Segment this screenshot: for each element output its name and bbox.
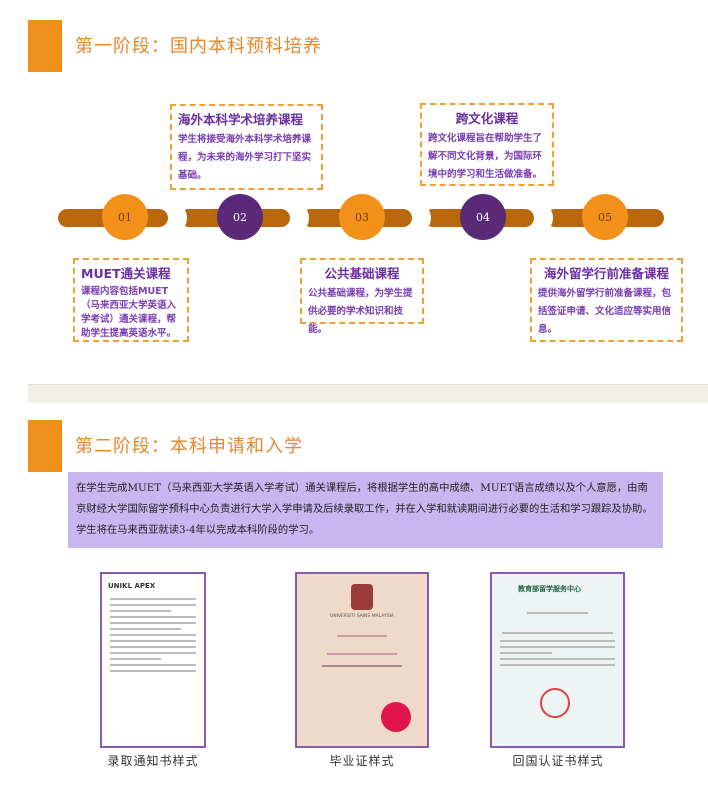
- step-card-02: 海外本科学术培养课程学生将接受海外本科学术培养课程，为未来的海外学习打下坚实基础…: [170, 104, 323, 190]
- step-card-05: 海外留学行前准备课程提供海外留学行前准备课程，包括签证申请、文化适应等实用信息。: [530, 258, 683, 342]
- doc-logo: UNIVERSITI SAINS MALAYSIA: [329, 614, 395, 619]
- card-desc: 课程内容包括MUET（马来西亚大学英语入学考试）通关课程，帮助学生提高英语水平。: [81, 286, 177, 339]
- card-title: 海外本科学术培养课程: [178, 112, 304, 127]
- stage2-marker: [28, 420, 62, 472]
- diploma-image: UNIVERSITI SAINS MALAYSIA: [295, 572, 429, 748]
- doc-logo: 教育部留学服务中心: [518, 585, 581, 593]
- card-desc: 公共基础课程，为学生提供必要的学术知识和技能。: [308, 288, 413, 335]
- certification-image: 教育部留学服务中心: [490, 572, 625, 748]
- card-title: 跨文化课程: [455, 111, 519, 126]
- step-circle-05: 05: [582, 194, 628, 240]
- caption-certification: 回国认证书样式: [512, 754, 604, 768]
- caption-admission: 录取通知书样式: [107, 754, 199, 768]
- step-circle-01: 01: [102, 194, 148, 240]
- step-card-01: MUET通关课程课程内容包括MUET（马来西亚大学英语入学考试）通关课程，帮助学…: [73, 258, 189, 342]
- admission-letter-image: UNIKL APEX: [100, 572, 206, 748]
- step-card-03: 公共基础课程公共基础课程，为学生提供必要的学术知识和技能。: [300, 258, 424, 335]
- section-divider: [28, 384, 708, 403]
- stage2-title: 第二阶段：本科申请和入学: [75, 436, 303, 457]
- step-circle-03: 03: [339, 194, 385, 240]
- card-title: 公共基础课程: [324, 266, 400, 281]
- stage1-marker: [28, 20, 62, 72]
- stage1-title: 第一阶段：国内本科预科培养: [75, 36, 322, 57]
- step-circle-04: 04: [460, 194, 506, 240]
- step-circle-02: 02: [217, 194, 263, 240]
- card-title: 海外留学行前准备课程: [543, 266, 669, 281]
- step-card-04: 跨文化课程跨文化课程旨在帮助学生了解不同文化背景，为国际环境中的学习和生活做准备…: [420, 103, 554, 186]
- caption-diploma: 毕业证样式: [329, 754, 395, 768]
- card-desc: 跨文化课程旨在帮助学生了解不同文化背景，为国际环境中的学习和生活做准备。: [428, 133, 543, 180]
- card-desc: 学生将接受海外本科学术培养课程，为未来的海外学习打下坚实基础。: [178, 134, 312, 181]
- stage2-paragraph: 在学生完成MUET（马来西亚大学英语入学考试）通关课程后，将根据学生的高中成绩、…: [68, 472, 663, 548]
- doc-logo: UNIKL APEX: [108, 582, 156, 590]
- card-title: MUET通关课程: [81, 266, 171, 281]
- card-desc: 提供海外留学行前准备课程，包括签证申请、文化适应等实用信息。: [538, 288, 672, 335]
